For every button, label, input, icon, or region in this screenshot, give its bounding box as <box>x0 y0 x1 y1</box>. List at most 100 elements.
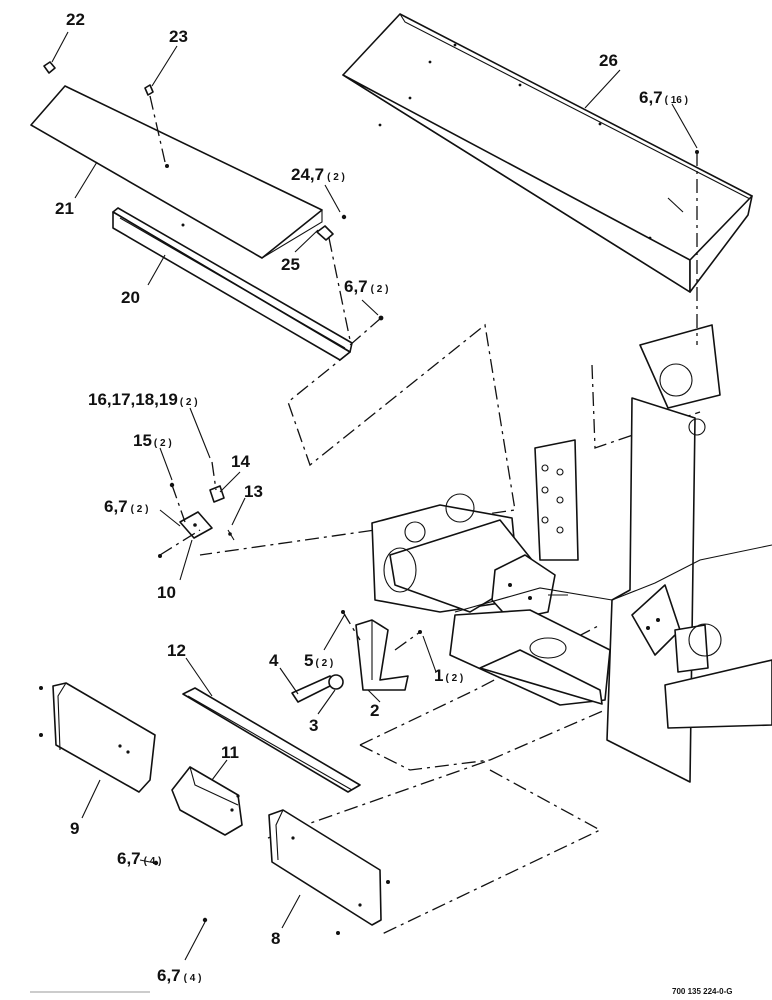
callout-6-7-4-left: 6,7( 4 ) <box>117 849 161 868</box>
callout-22: 22 <box>66 10 85 29</box>
svg-text:6,7( 2 ): 6,7( 2 ) <box>344 277 388 296</box>
svg-text:24,7( 2 ): 24,7( 2 ) <box>291 165 345 184</box>
callout-12-label: 12 <box>167 641 186 660</box>
hardware-22-clip <box>43 61 56 74</box>
callout-6-7-4-bottom: 6,7( 4 ) <box>157 966 201 985</box>
hardware-23-bolt <box>144 84 154 96</box>
svg-text:12: 12 <box>167 641 186 660</box>
part-9-left-panel <box>39 682 156 793</box>
svg-text:2: 2 <box>370 701 379 720</box>
callout-15-label: 15 <box>133 431 152 450</box>
svg-text:23: 23 <box>169 27 188 46</box>
callout-5: 5( 2 ) <box>304 651 333 670</box>
part-13-bolt <box>227 529 235 541</box>
callout-6-7-16-label: 6,7 <box>639 88 663 107</box>
svg-text:6,7( 4 ): 6,7( 4 ) <box>117 849 161 868</box>
callout-3: 3 <box>309 716 318 735</box>
svg-text:21: 21 <box>55 199 74 218</box>
callout-1-label: 1 <box>434 666 443 685</box>
callout-24-7-label: 24,7 <box>291 165 324 184</box>
part-26-top-cover <box>342 13 753 293</box>
callout-26: 26 <box>599 51 618 70</box>
callout-23: 23 <box>169 27 188 46</box>
callout-6-7-16: 6,7( 16 ) <box>639 88 688 107</box>
callout-3-label: 3 <box>309 716 318 735</box>
part-14-bracket <box>209 485 225 503</box>
part-4-handle <box>291 675 335 703</box>
callout-6-7-2-upper-qty: ( 2 ) <box>371 284 389 295</box>
callout-6-7-4-left-label: 6,7 <box>117 849 141 868</box>
callout-16-19-qty: ( 2 ) <box>180 397 198 408</box>
svg-text:15( 2 ): 15( 2 ) <box>133 431 172 450</box>
svg-text:5( 2 ): 5( 2 ) <box>304 651 333 670</box>
hardware-25-bracket <box>316 214 347 241</box>
callout-10-label: 10 <box>157 583 176 602</box>
callout-8: 8 <box>271 929 280 948</box>
svg-text:4: 4 <box>269 651 279 670</box>
callout-26-label: 26 <box>599 51 618 70</box>
callout-4: 4 <box>269 651 279 670</box>
callout-5-qty: ( 2 ) <box>315 658 333 669</box>
callout-21-label: 21 <box>55 199 74 218</box>
callout-23-label: 23 <box>169 27 188 46</box>
part-12-strip <box>182 687 361 793</box>
svg-text:14: 14 <box>231 452 250 471</box>
callout-6-7-4-bottom-label: 6,7 <box>157 966 181 985</box>
callout-14: 14 <box>231 452 250 471</box>
callout-22-label: 22 <box>66 10 85 29</box>
svg-text:20: 20 <box>121 288 140 307</box>
callout-1-qty: ( 2 ) <box>445 673 463 684</box>
callout-21: 21 <box>55 199 74 218</box>
part-11-center-bracket <box>171 766 243 836</box>
svg-text:10: 10 <box>157 583 176 602</box>
svg-text:16,17,18,19( 2 ): 16,17,18,19( 2 ) <box>88 390 198 409</box>
svg-text:9: 9 <box>70 819 79 838</box>
frame-assembly <box>371 324 772 783</box>
callout-6-7-2-upper-label: 6,7 <box>344 277 368 296</box>
callout-5-label: 5 <box>304 651 313 670</box>
part-3-spacer <box>328 674 344 690</box>
callout-16-19: 16,17,18,19( 2 ) <box>88 390 198 409</box>
svg-text:6,7( 2 ): 6,7( 2 ) <box>104 497 148 516</box>
callout-15-qty: ( 2 ) <box>154 438 172 449</box>
callout-1: 1( 2 ) <box>434 666 463 685</box>
callout-6-7-2-upper: 6,7( 2 ) <box>344 277 388 296</box>
callout-15: 15( 2 ) <box>133 431 172 450</box>
callout-24-7-qty: ( 2 ) <box>327 172 345 183</box>
callout-16-19-label: 16,17,18,19 <box>88 390 178 409</box>
callout-13: 13 <box>244 482 263 501</box>
callout-25: 25 <box>281 255 300 274</box>
callout-leaders <box>51 31 698 961</box>
callout-6-7-2-mid-qty: ( 2 ) <box>131 504 149 515</box>
svg-text:22: 22 <box>66 10 85 29</box>
callout-9-label: 9 <box>70 819 79 838</box>
part-10-plate <box>179 511 213 539</box>
svg-text:11: 11 <box>221 743 239 762</box>
callout-6-7-2-mid: 6,7( 2 ) <box>104 497 148 516</box>
callout-2-label: 2 <box>370 701 379 720</box>
callout-6-7-4-bottom-qty: ( 4 ) <box>184 973 202 984</box>
callout-2: 2 <box>370 701 379 720</box>
svg-text:8: 8 <box>271 929 280 948</box>
callout-6-7-4-left-qty: ( 4 ) <box>144 856 162 867</box>
svg-text:26: 26 <box>599 51 618 70</box>
callout-24-7: 24,7( 2 ) <box>291 165 345 184</box>
svg-text:3: 3 <box>309 716 318 735</box>
svg-text:6,7( 16 ): 6,7( 16 ) <box>639 88 688 107</box>
callout-11-label: 11 <box>221 743 239 762</box>
drawing-code: 700 135 224-0-G <box>672 987 733 996</box>
callout-6-7-16-qty: ( 16 ) <box>665 95 688 106</box>
svg-text:6,7( 4 ): 6,7( 4 ) <box>157 966 201 985</box>
svg-text:25: 25 <box>281 255 300 274</box>
callout-14-label: 14 <box>231 452 250 471</box>
callout-10: 10 <box>157 583 176 602</box>
callout-6-7-2-mid-label: 6,7 <box>104 497 128 516</box>
callout-13-label: 13 <box>244 482 263 501</box>
callout-4-label: 4 <box>269 651 279 670</box>
part-8-right-panel <box>268 809 390 935</box>
callout-9: 9 <box>70 819 79 838</box>
callout-25-label: 25 <box>281 255 300 274</box>
svg-text:1( 2 ): 1( 2 ) <box>434 666 463 685</box>
callout-11: 11 <box>221 743 239 762</box>
